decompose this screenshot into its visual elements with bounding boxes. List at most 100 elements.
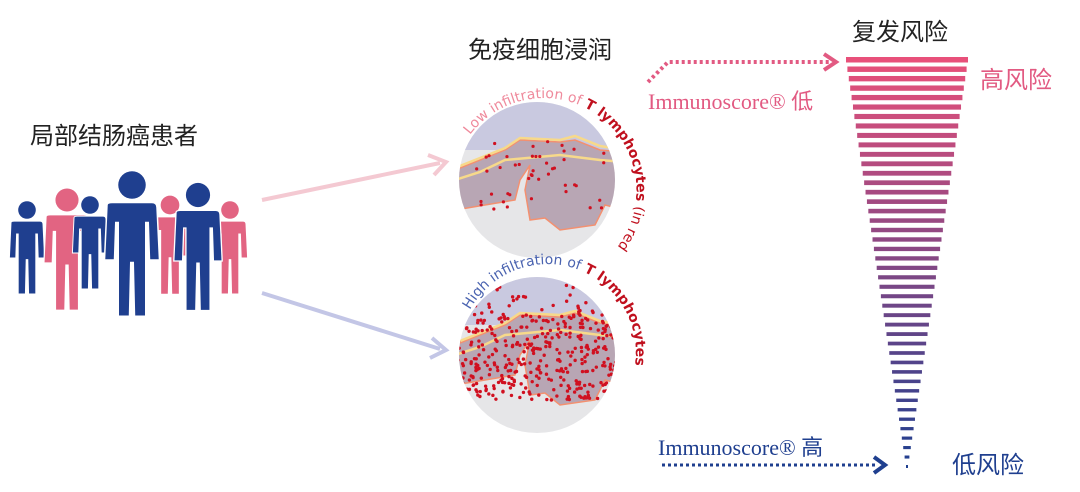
- t-cell-dot: [506, 316, 510, 321]
- t-cell-dot: [613, 360, 615, 365]
- t-cell-dot: [565, 370, 570, 374]
- t-cell-dot: [575, 387, 579, 391]
- t-cell-dot: [469, 340, 474, 344]
- t-cell-dot: [489, 192, 494, 196]
- t-cell-dot: [491, 393, 495, 398]
- t-cell-dot: [511, 383, 516, 387]
- t-cell-dot: [459, 358, 460, 362]
- t-cell-dot: [475, 321, 480, 325]
- t-cell-dot: [538, 371, 543, 375]
- t-cell-dot: [594, 321, 598, 325]
- t-cell-dot: [516, 294, 521, 299]
- t-cell-dot: [540, 308, 544, 312]
- t-cell-dot: [525, 346, 530, 350]
- t-cell-dot: [544, 344, 548, 349]
- t-cell-dot: [544, 318, 549, 323]
- funnel-stripe: [900, 427, 914, 431]
- t-cell-dot: [477, 345, 481, 349]
- funnel-stripe: [883, 313, 931, 318]
- t-cell-dot: [548, 342, 552, 346]
- t-cell-dot: [549, 398, 554, 402]
- t-cell-dot: [601, 363, 605, 368]
- t-cell-dot: [519, 382, 523, 386]
- t-cell-dot: [496, 380, 501, 385]
- funnel-stripe: [851, 94, 963, 101]
- t-cell-dot: [567, 386, 572, 391]
- t-cell-dot: [510, 376, 514, 381]
- t-cell-dot: [479, 318, 483, 322]
- t-cell-dot: [578, 336, 582, 341]
- funnel-stripe: [901, 436, 913, 440]
- t-cell-dot: [474, 362, 478, 366]
- t-cell-dot: [555, 394, 559, 398]
- t-cell-dot: [591, 349, 596, 353]
- t-cell-dot: [496, 368, 500, 373]
- t-cell-dot: [601, 326, 606, 331]
- t-cell-dot: [508, 368, 513, 373]
- t-cell-dot: [538, 154, 542, 159]
- funnel-stripe: [892, 370, 922, 374]
- funnel-stripe: [896, 398, 918, 402]
- t-cell-dot: [604, 347, 608, 352]
- t-cell-dot: [559, 375, 563, 380]
- t-cell-dot: [475, 167, 479, 171]
- t-cell-dot: [483, 384, 488, 388]
- funnel-stripe: [886, 332, 928, 336]
- t-cell-dot: [599, 206, 604, 210]
- high-risk-label: 高风险: [980, 66, 1052, 94]
- t-cell-dot: [487, 154, 491, 158]
- t-cell-dot: [503, 317, 507, 321]
- funnel-stripe: [854, 113, 960, 120]
- t-cell-dot: [542, 353, 546, 357]
- t-cell-dot: [583, 316, 588, 321]
- person-icon: [173, 182, 223, 312]
- t-cell-dot: [580, 369, 585, 374]
- t-cell-dot: [459, 346, 461, 350]
- t-cell-dot: [529, 197, 534, 201]
- t-cell-dot: [487, 373, 492, 377]
- t-cell-dot: [609, 325, 613, 329]
- t-cell-dot: [516, 357, 520, 362]
- t-cell-dot: [564, 299, 569, 303]
- t-cell-dot: [525, 325, 529, 329]
- t-cell-dot: [531, 169, 535, 173]
- funnel-stripe: [848, 75, 966, 82]
- t-cell-dot: [544, 364, 549, 368]
- t-cell-dot: [537, 364, 541, 369]
- t-cell-dot: [563, 324, 567, 329]
- t-cell-dot: [485, 169, 489, 173]
- t-cell-dot: [477, 339, 481, 343]
- t-cell-dot: [620, 319, 623, 322]
- t-cell-dot: [563, 183, 567, 187]
- funnel-stripe: [857, 132, 957, 138]
- t-cell-dot: [556, 327, 561, 331]
- t-cell-dot: [557, 369, 562, 373]
- funnel-stripe: [885, 322, 929, 327]
- t-cell-dot: [555, 347, 559, 352]
- t-cell-dot: [485, 363, 490, 368]
- funnel-stripe: [847, 66, 967, 72]
- funnel-stripe: [882, 303, 932, 308]
- t-cell-dot: [591, 368, 595, 373]
- t-cell-dot: [513, 370, 517, 374]
- funnel-stripe: [872, 237, 942, 242]
- t-cell-dot: [561, 369, 565, 374]
- t-cell-dot: [530, 319, 534, 323]
- t-cell-dot: [488, 367, 492, 372]
- t-cell-dot: [543, 335, 548, 339]
- t-cell-dot: [476, 329, 480, 333]
- t-cell-dot: [615, 353, 618, 356]
- t-cell-dot: [467, 387, 472, 392]
- t-cell-dot: [546, 331, 550, 336]
- t-cell-dot: [609, 362, 613, 367]
- t-cell-dot: [578, 321, 583, 325]
- t-cell-dot: [513, 163, 517, 167]
- t-cell-dot: [480, 311, 484, 315]
- t-cell-dot: [505, 154, 509, 159]
- t-cell-dot: [621, 370, 624, 373]
- t-cell-dot: [477, 353, 481, 357]
- t-cell-dot: [511, 298, 516, 303]
- funnel-stripe: [875, 256, 939, 261]
- t-cell-dot: [613, 316, 615, 320]
- t-cell-dot: [620, 388, 623, 391]
